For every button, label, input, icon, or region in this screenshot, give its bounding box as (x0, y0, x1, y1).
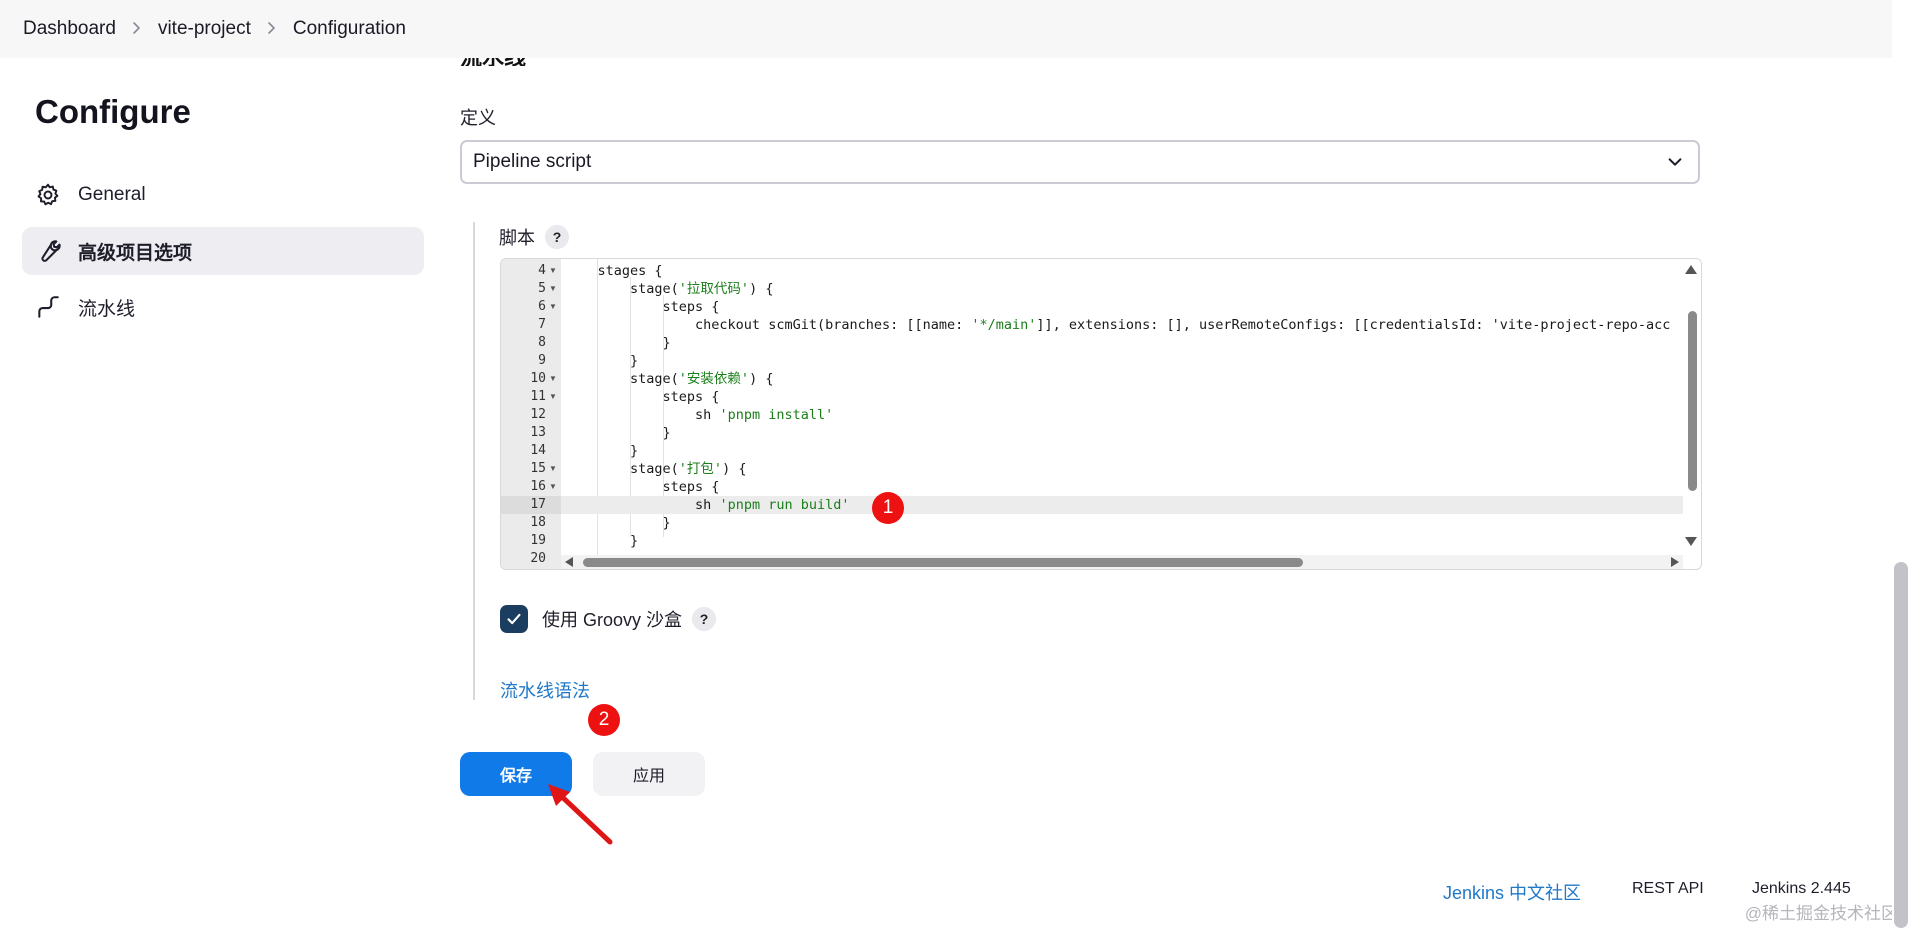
fold-toggle-icon[interactable]: ▼ (549, 482, 557, 491)
section-rail (473, 222, 475, 700)
line-number: 14 (530, 443, 546, 458)
code-line[interactable]: } (565, 335, 671, 351)
line-number: 12 (530, 407, 546, 422)
line-number: 8 (538, 335, 546, 350)
indent-guide (630, 277, 631, 537)
annotation-marker-2: 2 (588, 704, 620, 736)
line-number: 13 (530, 425, 546, 440)
footer-version[interactable]: Jenkins 2.445 (1752, 880, 1851, 897)
annotation-arrow-icon (548, 784, 613, 845)
sandbox-label: 使用 Groovy 沙盒 (542, 610, 683, 630)
sidebar-item-label: 高级项目选项 (78, 242, 193, 264)
fold-toggle-icon[interactable]: ▼ (549, 374, 557, 383)
gear-icon (34, 181, 62, 209)
sidebar-item-advanced[interactable]: 高级项目选项 (22, 227, 424, 275)
sidebar-item-general[interactable]: General (22, 171, 424, 219)
line-number: 9 (538, 353, 546, 368)
checkmark-icon (507, 613, 521, 625)
sandbox-checkbox[interactable] (500, 605, 528, 633)
footer-community-link[interactable]: Jenkins 中文社区 (1443, 883, 1582, 903)
code-line[interactable]: } (565, 425, 671, 441)
pipeline-syntax-link[interactable]: 流水线语法 (500, 681, 590, 701)
sidebar-item-pipeline[interactable]: 流水线 (22, 283, 424, 331)
breadcrumb-item[interactable]: Dashboard (23, 18, 116, 39)
line-number: 4 (538, 263, 546, 278)
breadcrumb-item[interactable]: vite-project (157, 18, 251, 39)
sandbox-help-button[interactable]: ? (692, 607, 717, 631)
sandbox-row: 使用 Groovy 沙盒 ? (500, 605, 717, 633)
code-line[interactable]: checkout scmGit(branches: [[name: '*/mai… (565, 317, 1671, 333)
code-line[interactable]: stage('拉取代码') { (565, 281, 774, 297)
scroll-thumb[interactable] (1688, 311, 1697, 491)
fold-toggle-icon[interactable]: ▼ (549, 464, 557, 473)
code-line[interactable]: steps { (565, 389, 720, 405)
sidebar-title: Configure (35, 93, 191, 130)
indent-guide (663, 295, 664, 537)
breadcrumb: Dashboard vite-project Configuration (0, 0, 1892, 58)
line-number: 17 (501, 496, 561, 514)
code-area[interactable]: stages { stage('拉取代码') { steps { checkou… (561, 259, 1683, 555)
line-number: 11 (530, 389, 546, 404)
line-number: 5 (538, 281, 546, 296)
editor-horizontal-scrollbar[interactable] (561, 555, 1683, 569)
line-number: 19 (530, 533, 546, 548)
line-number: 10 (530, 371, 546, 386)
indent-guide (597, 259, 598, 555)
annotation-marker-1: 1 (872, 492, 904, 524)
code-line[interactable]: } (565, 443, 639, 459)
wrench-icon (34, 237, 62, 265)
line-number: 7 (538, 317, 546, 332)
line-number: 20 (530, 551, 546, 566)
code-line[interactable]: } (565, 515, 671, 531)
code-line[interactable]: steps { (565, 299, 720, 315)
code-line[interactable]: steps { (565, 479, 720, 495)
breadcrumb-separator-icon (267, 19, 277, 40)
script-label-row: 脚本 ? (499, 224, 569, 250)
code-line[interactable]: stage('安装依赖') { (565, 371, 774, 387)
fold-toggle-icon[interactable]: ▼ (549, 302, 557, 311)
fold-toggle-icon[interactable]: ▼ (549, 392, 557, 401)
code-line[interactable]: stages { (565, 263, 663, 279)
line-number: 6 (538, 299, 546, 314)
scroll-thumb[interactable] (583, 558, 1303, 567)
page-scrollbar[interactable] (1892, 0, 1910, 928)
definition-selected-value: Pipeline script (473, 151, 592, 172)
watermark: @稀土掘金技术社区 (1744, 904, 1898, 923)
scroll-up-arrow-icon[interactable] (1685, 265, 1697, 274)
scroll-left-arrow-icon[interactable] (565, 557, 573, 567)
editor-vertical-scrollbar[interactable] (1683, 259, 1701, 555)
scroll-down-arrow-icon[interactable] (1685, 537, 1697, 546)
fold-toggle-icon[interactable]: ▼ (549, 284, 557, 293)
line-number: 16 (530, 479, 546, 494)
scroll-right-arrow-icon[interactable] (1671, 557, 1679, 567)
sidebar-item-label: General (78, 184, 146, 205)
pipeline-icon (34, 293, 62, 321)
sidebar-item-label: 流水线 (78, 298, 136, 320)
breadcrumb-separator-icon (132, 19, 142, 40)
code-line[interactable]: } (565, 353, 639, 369)
code-line[interactable]: sh 'pnpm install' (565, 407, 834, 423)
script-help-button[interactable]: ? (545, 225, 569, 249)
line-number: 18 (530, 515, 546, 530)
code-line[interactable]: stage('打包') { (565, 461, 747, 477)
breadcrumb-item[interactable]: Configuration (292, 18, 406, 39)
script-label: 脚本 (499, 228, 535, 248)
fold-toggle-icon[interactable]: ▼ (549, 266, 557, 275)
line-number: 15 (530, 461, 546, 476)
code-line[interactable]: } (565, 533, 639, 549)
definition-label: 定义 (460, 108, 496, 128)
apply-button[interactable]: 应用 (593, 752, 705, 796)
page-scroll-thumb[interactable] (1894, 562, 1908, 928)
definition-select[interactable]: Pipeline script (460, 140, 1700, 184)
code-line[interactable]: sh 'pnpm run build' (561, 496, 1683, 514)
chevron-down-icon (1666, 153, 1684, 177)
footer-rest-api-link[interactable]: REST API (1632, 880, 1704, 897)
